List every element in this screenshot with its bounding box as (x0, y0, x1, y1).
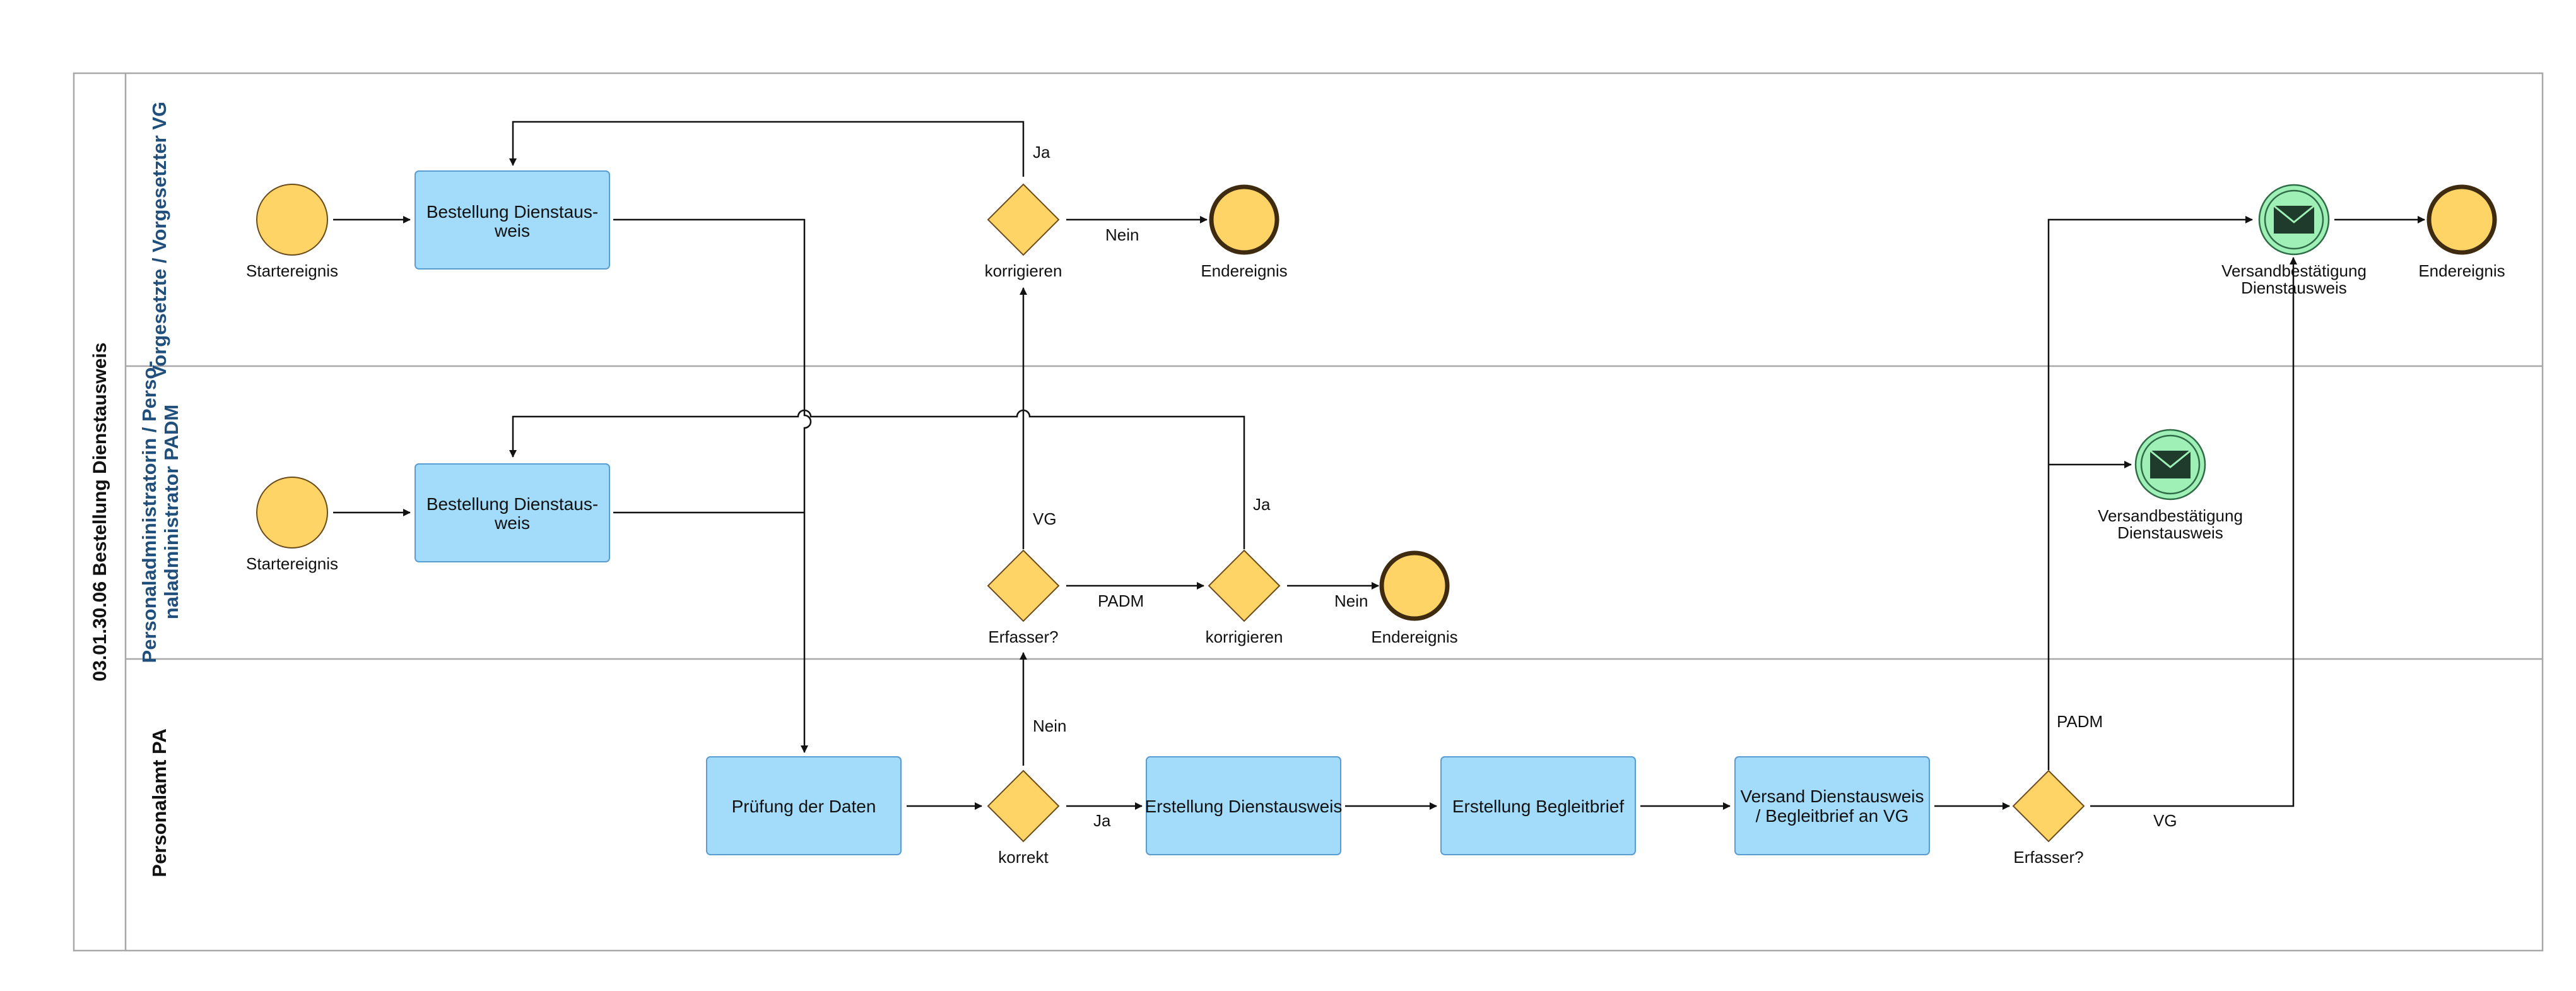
flow-label-ja-padm: Ja (1253, 495, 1271, 514)
lane-label-pa: Personalamt PA (148, 728, 170, 877)
end-event-vg-1-label: Endereignis (1201, 261, 1287, 280)
flow-label-ja-pa: Ja (1093, 811, 1111, 830)
start-event-vg[interactable] (256, 184, 328, 256)
task-bestellung-padm-label-2: weis (494, 513, 530, 533)
pool-title: 03.01.30.06 Bestellung Dienstausweis (90, 343, 110, 682)
flow-korrigieren-ja-to-task-vg (509, 121, 1025, 177)
gateway-korrigieren-vg-label: korrigieren (985, 261, 1062, 280)
task-erstellung-dienstausweis-label: Erstellung Dienstausweis (1145, 797, 1343, 816)
task-versand-label-1: Versand Dienstausweis (1740, 786, 1924, 806)
message-event-padm[interactable] (2134, 429, 2206, 501)
lane-padm-elements: Startereignis Bestellung Dienstaus- weis… (246, 429, 2243, 646)
gateway-erfasser-pa[interactable] (2012, 769, 2085, 843)
end-event-vg-2[interactable] (2426, 184, 2497, 255)
flow-label-padm: PADM (1098, 591, 1144, 610)
envelope-icon (2150, 449, 2191, 478)
message-event-padm-label-1: Versandbestätigung (2098, 506, 2243, 525)
gateway-korrigieren-vg[interactable] (987, 183, 1060, 256)
end-event-padm-label: Endereignis (1371, 627, 1457, 646)
start-event-vg-label: Startereignis (246, 261, 338, 280)
task-bestellung-padm[interactable] (415, 463, 610, 562)
gateway-korrekt-label: korrekt (998, 848, 1049, 867)
lane-pa-elements: Prüfung der Daten korrekt Erstellung Die… (706, 756, 2085, 867)
task-pruefung-label: Prüfung der Daten (732, 797, 876, 816)
flow-label-nein-vg: Nein (1105, 225, 1139, 244)
message-event-vg[interactable] (2258, 184, 2330, 256)
start-event-padm-label: Startereignis (246, 554, 338, 573)
task-versand-label-2: / Begleitbrief an VG (1756, 806, 1909, 826)
gateway-korrekt[interactable] (987, 769, 1060, 843)
task-bestellung-padm-label-1: Bestellung Dienstaus- (426, 494, 598, 514)
task-erstellung-begleitbrief-label: Erstellung Begleitbrief (1452, 797, 1625, 816)
flow-label-nein-padm: Nein (1334, 591, 1368, 610)
task-bestellung-vg-label-1: Bestellung Dienstaus- (426, 202, 598, 222)
flow-label-vg: VG (1033, 509, 1057, 528)
gateway-korrigieren-padm[interactable] (1208, 549, 1281, 622)
message-event-padm-label-2: Dienstausweis (2117, 523, 2223, 542)
flow-label-padm-pa: PADM (2057, 712, 2103, 731)
task-erstellung-begleitbrief[interactable] (1440, 756, 1636, 855)
gateway-erfasser-padm-label: Erfasser? (988, 627, 1058, 646)
end-event-padm[interactable] (1379, 550, 1450, 621)
task-pruefung[interactable] (706, 756, 902, 855)
task-bestellung-vg-label-2: weis (494, 221, 530, 240)
lane-label-padm-line2: naladministrator PADM (160, 405, 182, 619)
task-versand[interactable] (1734, 756, 1930, 855)
lane-label-padm-line1: Personaladministratorin / Perso- (138, 361, 160, 663)
lane-label-vg: Vorgesetzte / Vorgesetzter VG (148, 102, 170, 378)
end-event-vg-2-label: Endereignis (2418, 261, 2505, 280)
gateway-korrigieren-padm-label: korrigieren (1206, 627, 1283, 646)
end-event-vg-1[interactable] (1209, 184, 1279, 255)
lane-vg-elements: Startereignis Bestellung Dienstaus- weis… (246, 170, 2505, 297)
flow-label-ja-top: Ja (1033, 143, 1050, 162)
flow-task-vg-to-pruefung (613, 218, 812, 753)
flow-label-vg-pa: VG (2153, 811, 2177, 830)
sequence-flows (333, 121, 2425, 810)
message-event-vg-label-2: Dienstausweis (2241, 278, 2347, 297)
flow-padm-korrigieren-ja-to-task (509, 409, 1245, 549)
message-event-vg-label-1: Versandbestätigung (2221, 261, 2367, 280)
gateway-erfasser-padm[interactable] (987, 549, 1060, 622)
gateway-erfasser-pa-label: Erfasser? (2013, 848, 2083, 867)
start-event-padm[interactable] (256, 477, 328, 549)
task-erstellung-dienstausweis[interactable] (1146, 756, 1341, 855)
flow-erfasser-padm-up (2047, 216, 2253, 770)
flow-erfasser-vg-to-msg (2090, 257, 2297, 807)
flow-label-nein-pa: Nein (1033, 716, 1066, 735)
flow-labels: Ja Nein VG PADM Ja Nein Nein Ja PADM VG (1033, 143, 2177, 830)
task-bestellung-vg[interactable] (415, 170, 610, 270)
envelope-icon (2273, 205, 2315, 234)
